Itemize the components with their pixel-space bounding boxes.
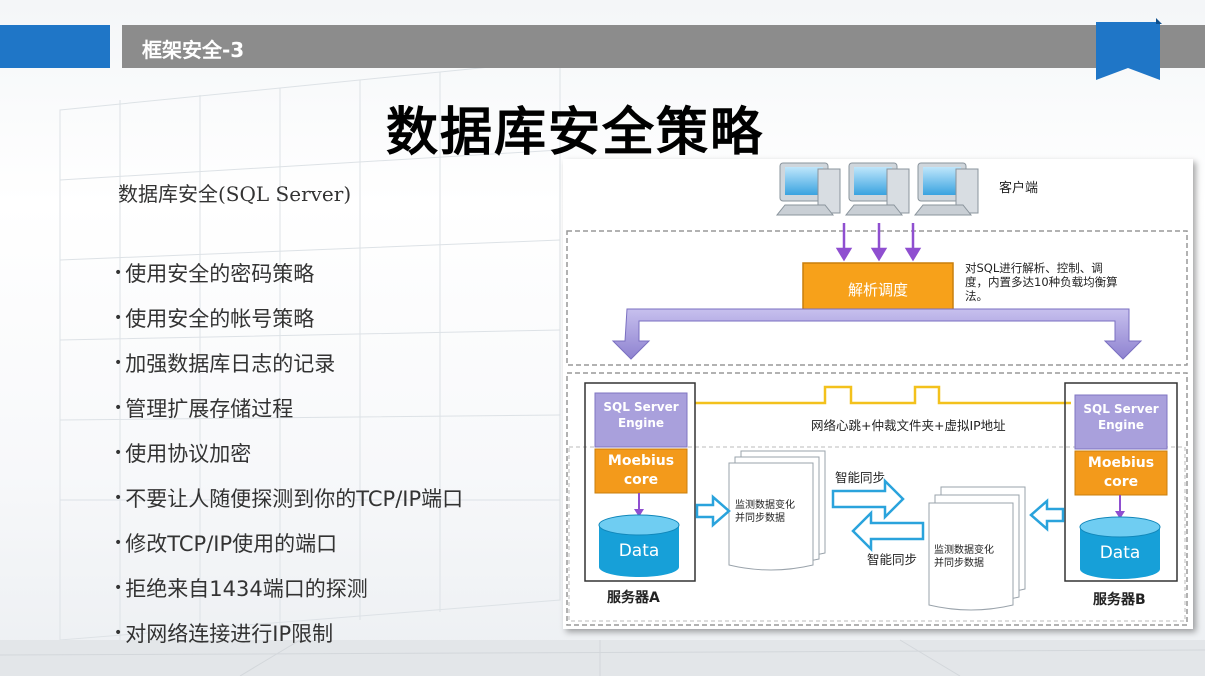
server-b-core-label: Moebius core (1075, 454, 1167, 492)
bullet-marker: • (114, 489, 123, 506)
doc-label-line: 并同步数据 (735, 513, 785, 524)
engine-label-line: Engine (1097, 418, 1145, 432)
heartbeat-line (695, 385, 1071, 405)
dispatcher-note-line: 法。 (965, 289, 988, 303)
server-a-label: 服务器A (607, 590, 660, 606)
header-accent-block (0, 25, 110, 68)
bullet-marker: • (114, 264, 123, 281)
list-item-text: 对网络连接进行IP限制 (125, 621, 334, 646)
doc-label-left: 监测数据变化 并同步数据 (735, 499, 795, 525)
server-a-data-label: Data (618, 541, 660, 561)
bullet-marker: • (114, 534, 123, 551)
data-zone-border (568, 446, 1186, 622)
list-item: •修改TCP/IP使用的端口 (114, 520, 463, 565)
bullet-marker: • (114, 444, 123, 461)
distribution-arrow (611, 308, 1143, 360)
server-b-data-label: Data (1099, 543, 1141, 563)
list-item: •加强数据库日志的记录 (114, 340, 463, 385)
list-item: •拒绝来自1434端口的探测 (114, 565, 463, 610)
list-item: •使用协议加密 (114, 430, 463, 475)
diagram-graphics (566, 162, 1188, 626)
page-title: 数据库安全策略 (386, 103, 765, 163)
server-a-database-icon (598, 514, 680, 577)
document-stack-left (728, 450, 826, 571)
header-bar (122, 25, 1205, 68)
bullet-marker: • (114, 624, 123, 641)
engine-label-line: SQL Server (1083, 402, 1159, 416)
page-subtitle: 数据库安全(SQL Server) (118, 182, 352, 206)
server-a-frame (584, 382, 696, 582)
bookmark-icon (1096, 18, 1162, 80)
core-label-line: Moebius (1087, 455, 1155, 471)
list-item: •使用安全的帐号策略 (114, 295, 463, 340)
list-item: •不要让人随便探测到你的TCP/IP端口 (114, 475, 463, 520)
list-item-text: 使用安全的密码策略 (125, 261, 315, 286)
dispatcher-box (802, 262, 954, 318)
dispatch-zone-border (566, 230, 1188, 366)
sync-arrows (695, 477, 1065, 553)
server-b-core-box (1074, 450, 1168, 496)
dispatcher-note-line: 度，内置多达10种负载均衡算 (965, 275, 1118, 289)
server-b-engine-label: SQL Server Engine (1075, 401, 1167, 433)
server-b-frame (1064, 382, 1178, 582)
doc-label-right: 监测数据变化 并同步数据 (934, 544, 994, 570)
server-a-core-box (594, 448, 688, 494)
list-item-text: 管理扩展存储过程 (125, 396, 294, 421)
list-item-text: 使用协议加密 (125, 441, 252, 466)
document-stack-right (928, 486, 1026, 611)
architecture-diagram: 客户端 解析调度 对SQL进行解析、控制、调 度，内置多达10种负载均衡算 法。… (563, 159, 1193, 629)
bullet-marker: • (114, 579, 123, 596)
doc-label-line: 监测数据变化 (735, 500, 795, 511)
client-label: 客户端 (999, 181, 1039, 196)
dispatcher-label: 解析调度 (847, 281, 908, 299)
server-b-database-icon (1079, 516, 1161, 579)
list-item: •对网络连接进行IP限制 (114, 610, 463, 655)
server-a-engine-label: SQL Server Engine (595, 399, 687, 431)
client-computer-icon (775, 162, 841, 216)
client-computer-icon (844, 162, 910, 216)
bullet-marker: • (114, 399, 123, 416)
cluster-zone-border (566, 372, 1188, 626)
section-title: 框架安全-3 (142, 38, 245, 62)
list-item-text: 加强数据库日志的记录 (125, 351, 336, 376)
list-item: •管理扩展存储过程 (114, 385, 463, 430)
dispatcher-note-line: 对SQL进行解析、控制、调 (965, 261, 1103, 275)
client-arrows (835, 223, 922, 262)
core-label-line: Moebius (607, 453, 675, 469)
engine-label-line: Engine (617, 416, 665, 430)
server-a-core-label: Moebius core (595, 452, 687, 490)
bullet-list: •使用安全的密码策略 •使用安全的帐号策略 •加强数据库日志的记录 •管理扩展存… (114, 250, 463, 655)
doc-label-line: 监测数据变化 (934, 545, 994, 556)
list-item-text: 修改TCP/IP使用的端口 (125, 531, 338, 556)
list-item: •使用安全的密码策略 (114, 250, 463, 295)
server-a-engine-box (594, 392, 688, 448)
bullet-marker: • (114, 309, 123, 326)
core-label-line: core (1103, 474, 1139, 490)
engine-label-line: SQL Server (603, 400, 679, 414)
list-item-text: 使用安全的帐号策略 (125, 306, 315, 331)
client-computer-icon (913, 162, 979, 216)
sync-label-bottom: 智能同步 (867, 552, 918, 567)
list-item-text: 不要让人随便探测到你的TCP/IP端口 (125, 486, 464, 511)
dispatcher-note: 对SQL进行解析、控制、调 度，内置多达10种负载均衡算 法。 (965, 261, 1118, 303)
doc-label-line: 并同步数据 (934, 558, 984, 569)
list-item-text: 拒绝来自1434端口的探测 (125, 576, 368, 601)
heartbeat-label: 网络心跳+仲裁文件夹+虚拟IP地址 (811, 418, 1006, 433)
core-label-line: core (623, 472, 659, 488)
bullet-marker: • (114, 354, 123, 371)
sync-label-top: 智能同步 (835, 470, 886, 485)
server-b-label: 服务器B (1093, 592, 1146, 608)
server-b-engine-box (1074, 394, 1168, 450)
